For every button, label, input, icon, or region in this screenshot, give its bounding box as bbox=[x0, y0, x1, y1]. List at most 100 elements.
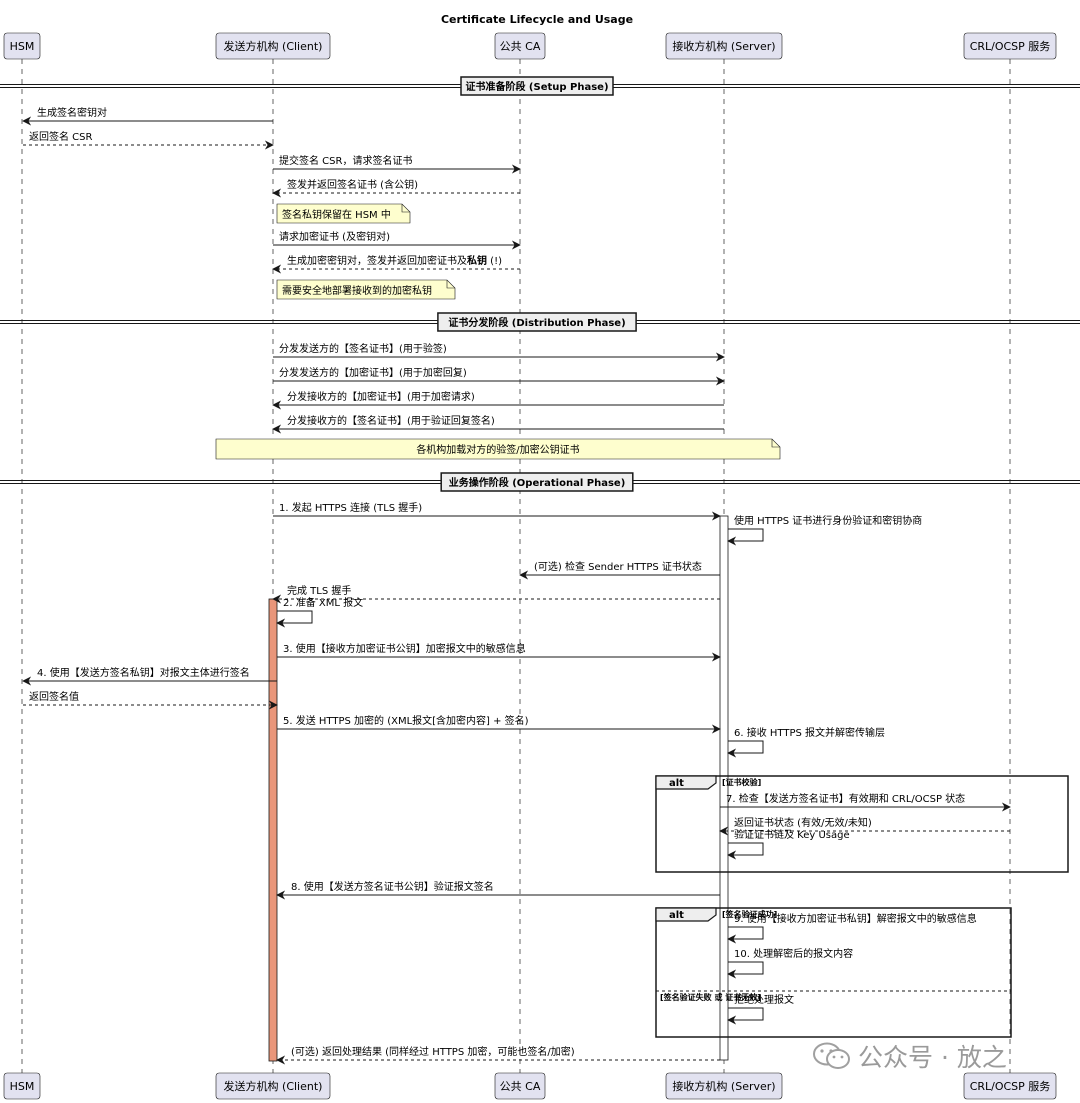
alt-fragment: alt[证书校验] bbox=[655, 775, 1069, 873]
message: 提交签名 CSR，请求签名证书 bbox=[273, 154, 521, 174]
note-fold bbox=[446, 280, 455, 289]
self-message-arrow bbox=[727, 961, 764, 979]
message-label: 分发发送方的【签名证书】(用于验签) bbox=[279, 342, 447, 355]
participants: HSM HSM 发送方机构 (Client) 发送方机构 (Client) 公共 CA 公… bbox=[3, 32, 1057, 1100]
divider-label: 证书准备阶段 (Setup Phase) bbox=[465, 80, 608, 93]
message-label: 3. 使用【接收方加密证书公钥】加密报文中的敏感信息 bbox=[283, 642, 526, 655]
message: 返回签名值 bbox=[23, 690, 278, 710]
divider-box bbox=[440, 472, 634, 492]
participant-box bbox=[3, 32, 41, 60]
participant-label: 发送方机构 (Client) bbox=[224, 39, 323, 53]
note-box bbox=[276, 203, 411, 224]
message: 请求加密证书 (及密钥对) bbox=[273, 230, 521, 250]
message-label-bold: 私钥 bbox=[466, 254, 487, 267]
fragment-frame bbox=[655, 775, 1069, 873]
self-message-arrow bbox=[727, 528, 764, 546]
participant-box bbox=[215, 32, 331, 60]
phase-dividers: 证书准备阶段 (Setup Phase) 证书分发阶段 (Distribution… bbox=[0, 76, 1080, 492]
message-label: 拒绝处理报文 bbox=[734, 993, 794, 1006]
note-label: 需要安全地部署接收到的加密私钥 bbox=[282, 284, 432, 297]
participant-crl-bottom: CRL/OCSP 服务 bbox=[963, 1072, 1057, 1100]
message: 7. 检查【发送方签名证书】有效期和 CRL/OCSP 状态 bbox=[720, 792, 1011, 812]
message-label: 10. 处理解密后的报文内容 bbox=[734, 947, 853, 960]
participant-server-top: 接收方机构 (Server) bbox=[665, 32, 783, 60]
message: 使用 HTTPS 证书进行身份验证和密钥协商 bbox=[727, 514, 922, 546]
message: 返回签名 CSR bbox=[23, 130, 274, 150]
participant-box bbox=[494, 1072, 546, 1100]
participant-label: HSM bbox=[10, 40, 35, 53]
message: 2. 准备 XML 报文 bbox=[276, 596, 363, 628]
participant-box bbox=[665, 1072, 783, 1100]
message-label: 分发接收方的【加密证书】(用于加密请求) bbox=[287, 390, 475, 403]
self-message-arrow bbox=[727, 926, 764, 944]
message-label: 7. 检查【发送方签名证书】有效期和 CRL/OCSP 状态 bbox=[726, 792, 965, 805]
diagram-title: Certificate Lifecycle and Usage bbox=[441, 13, 633, 26]
watermark: 公众号 · 放之 bbox=[812, 1038, 1007, 1074]
message: 10. 处理解密后的报文内容 bbox=[727, 947, 853, 979]
message: 9. 使用【接收方加密证书私钥】解密报文中的敏感信息 bbox=[727, 912, 977, 944]
message-label-tail: (!) bbox=[487, 256, 502, 267]
fragment-guard: [签名验证失败 或 证书无效] bbox=[660, 992, 761, 1002]
message: (可选) 检查 Sender HTTPS 证书状态 bbox=[519, 560, 720, 580]
fragment-tab bbox=[655, 775, 717, 790]
message: 8. 使用【发送方签名证书公钥】验证报文签名 bbox=[276, 880, 720, 900]
participant-label: CRL/OCSP 服务 bbox=[970, 1080, 1051, 1093]
divider-box bbox=[437, 312, 637, 332]
participant-box bbox=[963, 1072, 1057, 1100]
participant-label: 接收方机构 (Server) bbox=[672, 39, 775, 53]
message-label: 完成 TLS 握手 bbox=[287, 584, 351, 597]
note-box bbox=[215, 438, 781, 460]
message: 签发并返回签名证书 (含公钥) bbox=[272, 178, 520, 198]
watermark-text: 公众号 · 放之 bbox=[858, 1043, 1007, 1072]
participant-ca-bottom: 公共 CA bbox=[494, 1072, 546, 1100]
server-activation-bar bbox=[719, 515, 729, 1061]
notes: 签名私钥保留在 HSM 中需要安全地部署接收到的加密私钥各机构加载对方的验签/加… bbox=[215, 203, 781, 460]
message-label: 验证证书链及 Key Usage bbox=[734, 828, 850, 841]
message-label: 签发并返回签名证书 (含公钥) bbox=[287, 178, 418, 191]
participant-client-bottom: 发送方机构 (Client) bbox=[215, 1072, 331, 1100]
participant-label: 发送方机构 (Client) bbox=[224, 1079, 323, 1093]
fragment-tab bbox=[655, 907, 717, 922]
participant-label: CRL/OCSP 服务 bbox=[970, 40, 1051, 53]
message-label: 2. 准备 XML 报文 bbox=[283, 596, 363, 609]
message: 返回证书状态 (有效/无效/未知) bbox=[719, 816, 1010, 836]
message-label: 提交签名 CSR，请求签名证书 bbox=[279, 154, 412, 167]
note-label: 签名私钥保留在 HSM 中 bbox=[282, 208, 391, 221]
message: 分发发送方的【加密证书】(用于加密回复) bbox=[273, 366, 725, 386]
message-label: 5. 发送 HTTPS 加密的 (XML报文[含加密内容] + 签名) bbox=[283, 714, 529, 727]
message-label: 分发发送方的【加密证书】(用于加密回复) bbox=[279, 366, 467, 379]
wechat-icon bbox=[813, 1042, 850, 1069]
message-label: 生成加密密钥对，签发并返回加密证书及私钥 (!) bbox=[287, 254, 502, 267]
message: 分发接收方的【加密证书】(用于加密请求) bbox=[272, 390, 724, 410]
note: 各机构加载对方的验签/加密公钥证书 bbox=[215, 438, 781, 460]
message: 4. 使用【发送方签名私钥】对报文主体进行签名 bbox=[22, 666, 277, 686]
message-label: 4. 使用【发送方签名私钥】对报文主体进行签名 bbox=[37, 666, 250, 679]
note-fold bbox=[771, 439, 780, 448]
message-label: 分发接收方的【签名证书】(用于验证回复签名) bbox=[287, 414, 495, 427]
divider-box bbox=[460, 76, 614, 96]
fragment-frame bbox=[655, 907, 1012, 1038]
message: 生成签名密钥对 bbox=[22, 106, 273, 126]
note: 需要安全地部署接收到的加密私钥 bbox=[276, 279, 456, 300]
participant-hsm-bottom: HSM bbox=[3, 1072, 41, 1100]
phase-divider: 证书分发阶段 (Distribution Phase) bbox=[0, 312, 1080, 332]
message: 3. 使用【接收方加密证书公钥】加密报文中的敏感信息 bbox=[277, 642, 721, 662]
message-label: 返回签名 CSR bbox=[29, 130, 93, 143]
message: 拒绝处理报文 bbox=[727, 993, 794, 1025]
self-message-arrow bbox=[276, 610, 313, 628]
participant-box bbox=[215, 1072, 331, 1100]
fragment-guard: [签名验证成功] bbox=[722, 909, 777, 919]
message-label: 生成签名密钥对 bbox=[37, 106, 107, 119]
message: 分发接收方的【签名证书】(用于验证回复签名) bbox=[272, 414, 724, 434]
participant-hsm-top: HSM bbox=[3, 32, 41, 60]
fragment-guard: [证书校验] bbox=[722, 777, 761, 787]
self-message-arrow bbox=[727, 1007, 764, 1025]
participant-label: 公共 CA bbox=[500, 40, 541, 53]
participant-label: 公共 CA bbox=[500, 1080, 541, 1093]
message-label: 请求加密证书 (及密钥对) bbox=[279, 230, 390, 243]
fragment-keyword: alt bbox=[669, 910, 684, 921]
message-label: (可选) 检查 Sender HTTPS 证书状态 bbox=[534, 560, 702, 573]
phase-divider: 证书准备阶段 (Setup Phase) bbox=[0, 76, 1080, 96]
participant-label: 接收方机构 (Server) bbox=[672, 1079, 775, 1093]
